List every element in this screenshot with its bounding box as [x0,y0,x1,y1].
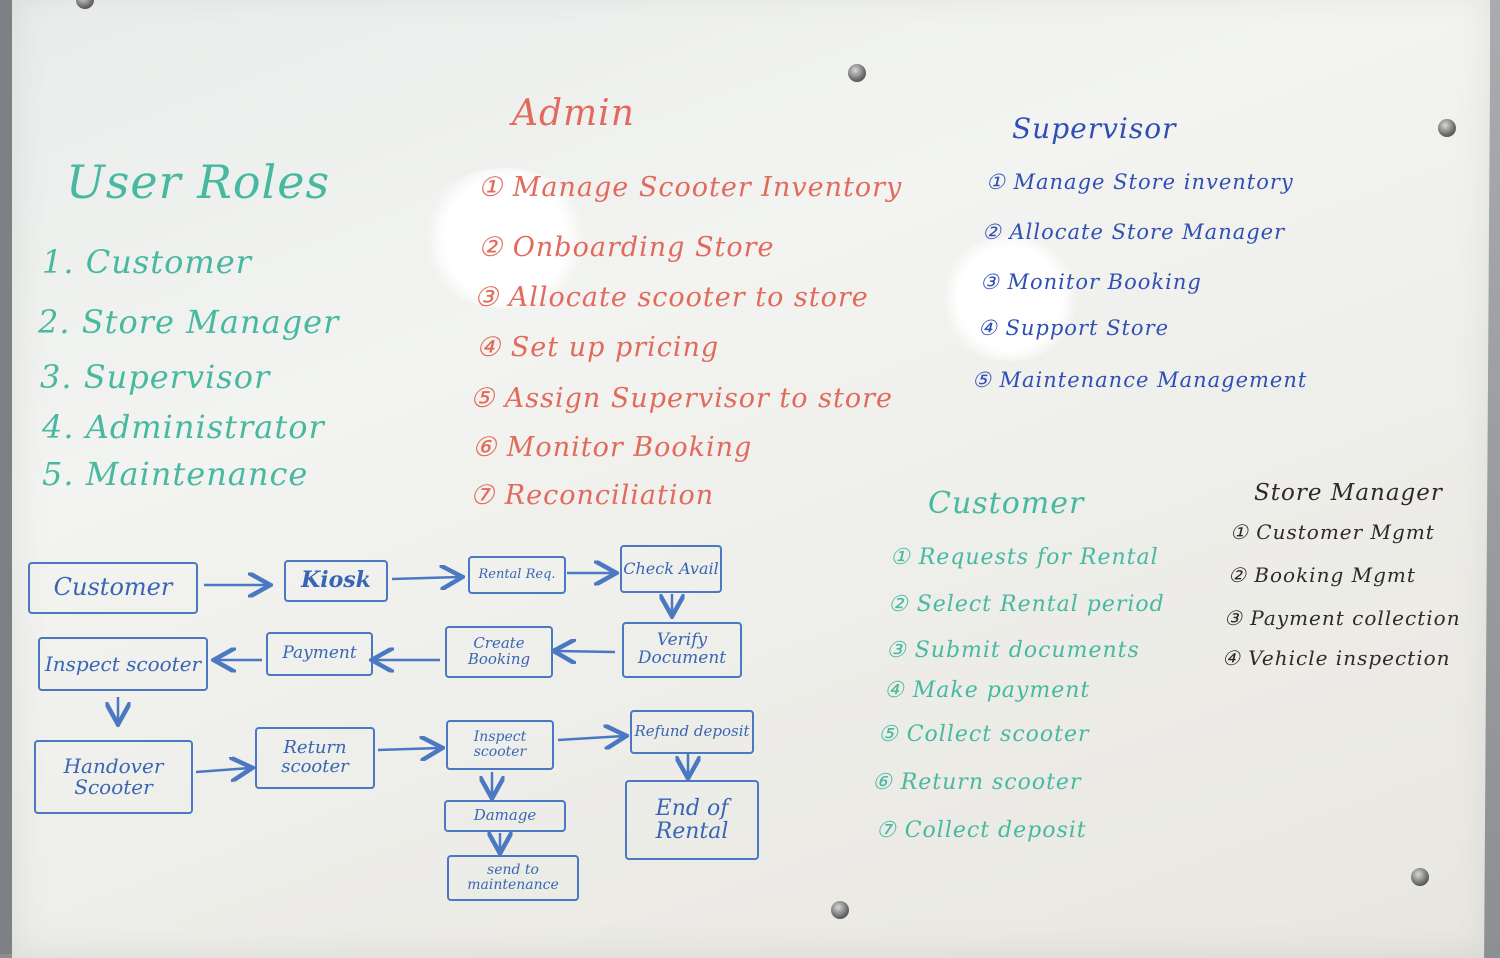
user-role-item: 4. Administrator [42,408,325,446]
flow-box-send-to-maintenance: send to maintenance [447,855,579,901]
flow-box-payment: Payment [266,632,373,676]
admin-item: ① Manage Scooter Inventory [478,172,903,203]
arrow-return-to-inspect [377,748,440,750]
store-manager-item: ③ Payment collection [1224,606,1461,630]
admin-item: ⑥ Monitor Booking [472,432,753,463]
admin-item: ③ Allocate scooter to store [474,282,869,313]
mounting-bolt [848,64,866,82]
supervisor-item: ⑤ Maintenance Management [972,368,1308,392]
arrow-handover-to-return [195,768,250,772]
flow-box-rental-req: Rental Req. [468,556,566,594]
user-role-item: 2. Store Manager [38,303,340,341]
flow-box-customer: Customer [28,562,198,614]
store-manager-item: ④ Vehicle inspection [1222,646,1451,670]
flow-box-refund-deposit: Refund deposit [630,710,754,754]
customer-item: ⑤ Collect scooter [878,722,1090,747]
supervisor-item: ④ Support Store [978,316,1170,340]
customer-item: ③ Submit documents [886,638,1140,663]
customer-item: ⑦ Collect deposit [876,818,1087,843]
flow-box-verify-document: Verify Document [622,622,742,678]
flow-box-inspect-scooter-2: Inspect scooter [446,720,554,770]
flow-box-damage: Damage [444,800,566,832]
customer-item: ① Requests for Rental [890,545,1159,570]
light-glare [420,168,590,308]
store-manager-item: ① Customer Mgmt [1230,520,1435,544]
whiteboard [12,0,1490,958]
user-role-item: 5. Maintenance [42,455,309,493]
admin-title: Admin [512,93,635,134]
user-role-item: 1. Customer [42,243,252,281]
store-manager-title: Store Manager [1254,480,1443,506]
supervisor-item: ② Allocate Store Manager [982,220,1286,244]
flow-box-end-of-rental: End of Rental [625,780,759,860]
customer-item: ④ Make payment [884,678,1091,703]
supervisor-item: ① Manage Store inventory [986,170,1294,194]
flow-box-kiosk: Kiosk [284,560,388,602]
mounting-bolt [831,901,849,919]
flow-box-create-booking: Create Booking [445,626,553,678]
flow-box-handover-scooter: Handover Scooter [34,740,193,814]
customer-title: Customer [928,486,1085,521]
flow-box-check-avail: Check Avail [620,545,722,593]
user-role-item: 3. Supervisor [40,358,271,396]
admin-item: ⑤ Assign Supervisor to store [470,383,893,414]
admin-item: ④ Set up pricing [476,332,720,363]
flow-box-inspect-scooter: Inspect scooter [38,637,208,691]
supervisor-item: ③ Monitor Booking [980,270,1202,294]
supervisor-title: Supervisor [1012,112,1177,145]
arrow-inspect-to-refund [557,736,624,740]
arrow-verify-to-create-booking [556,651,616,652]
user-roles-title: User Roles [66,155,331,209]
mounting-bolt [76,0,94,9]
mounting-bolt [1411,868,1429,886]
store-manager-item: ② Booking Mgmt [1228,563,1416,587]
flow-box-return-scooter: Return scooter [255,727,375,789]
mounting-bolt [1438,119,1456,137]
light-glare [940,236,1080,361]
admin-item: ② Onboarding Store [478,232,775,263]
arrow-kiosk-to-rental-req [391,577,460,579]
customer-item: ② Select Rental period [888,592,1165,617]
admin-item: ⑦ Reconciliation [470,480,715,511]
customer-item: ⑥ Return scooter [872,770,1082,795]
